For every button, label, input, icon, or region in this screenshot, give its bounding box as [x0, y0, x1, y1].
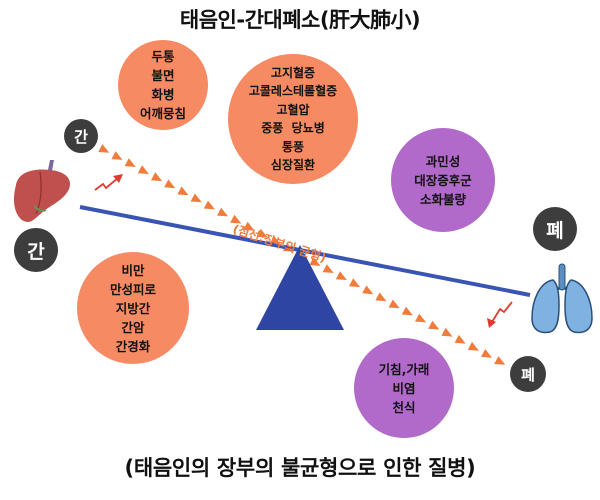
badge-liver-large: 간	[14, 228, 58, 272]
symptom-text: 불면	[151, 68, 175, 83]
symptom-text: 고지혈증	[270, 65, 316, 80]
symptom-text: 대장증후군	[414, 172, 472, 188]
diagram-caption: (태음인의 장부의 불균형으로 인한 질병)	[124, 456, 476, 480]
lungs-organ-icon	[531, 263, 593, 334]
dashed-balance-line	[98, 144, 506, 365]
dashed-line-mark	[309, 257, 321, 266]
symptom-text: 천식	[392, 399, 416, 415]
dashed-line-mark	[322, 264, 334, 273]
dashed-line-mark	[124, 158, 136, 167]
dashed-line-mark	[230, 214, 242, 224]
dashed-line-mark	[164, 179, 176, 189]
symptom-text: 고혈압	[276, 102, 310, 117]
symptom-text: 비만	[121, 262, 145, 278]
dashed-line-mark	[415, 313, 427, 323]
balance-beam	[79, 205, 531, 297]
badge-lung-small: 폐	[510, 356, 546, 392]
symptom-text: 과민성	[425, 153, 461, 169]
dashed-line-mark	[428, 320, 440, 330]
dashed-line-mark	[243, 221, 255, 231]
dashed-line-mark	[362, 285, 374, 295]
dashed-line-mark	[190, 193, 202, 203]
dashed-line-mark	[217, 207, 229, 217]
dashed-line-mark	[401, 306, 413, 316]
dashed-line-mark	[375, 292, 387, 302]
dashed-line-mark	[203, 200, 215, 210]
symptom-text: 고콜레스테롤혈증	[248, 84, 338, 98]
dashed-line-mark	[441, 327, 453, 337]
dashed-line-mark	[454, 334, 466, 344]
symptom-text: 지방간	[115, 300, 151, 316]
balance-fulcrum	[256, 245, 344, 330]
symptom-text: 간경화	[115, 338, 151, 354]
zigzag-arrow-down-icon	[487, 301, 513, 328]
liver-organ-icon	[14, 160, 70, 222]
symptom-text: 기침,가래	[378, 361, 430, 377]
dashed-line-mark	[349, 278, 361, 288]
symptom-text: 만성피로	[109, 281, 156, 297]
dashed-line-mark	[111, 151, 123, 160]
dashed-line-mark	[335, 271, 347, 280]
symptom-text: 심장질환	[270, 158, 316, 172]
dashed-line-mark	[98, 144, 110, 153]
dashed-line-mark	[177, 186, 189, 196]
symptom-text: 비염	[392, 380, 416, 396]
circle-bottom-right-symptoms: 기침,가래 비염 천식	[354, 338, 454, 438]
dashed-line-mark	[137, 165, 149, 174]
symptom-text: 어깨뭉침	[139, 106, 186, 121]
diagram-title: 태음인-간대폐소(肝大肺小)	[179, 8, 421, 32]
zigzag-arrow-up-icon	[94, 174, 123, 191]
symptom-text: 통풍	[281, 139, 305, 154]
dashed-line-mark	[494, 356, 506, 365]
symptom-text: 중풍 당뇨병	[261, 121, 325, 135]
symptom-text: 간암	[121, 319, 145, 335]
dashed-line-mark	[269, 235, 281, 245]
dashed-line-mark	[256, 228, 268, 238]
dashed-line-mark	[151, 172, 163, 182]
circle-top-center-symptoms: 고지혈증 고콜레스테롤혈증 고혈압 중풍 당뇨병 통풍 심장질환	[228, 54, 358, 184]
symptom-text: 화병	[151, 87, 175, 102]
circle-right-top-symptoms: 과민성 대장증후군 소화불량	[391, 128, 495, 232]
dashed-line-mark	[388, 299, 400, 309]
circle-top-left-symptoms: 두통 불면 화병 어깨뭉침	[118, 40, 208, 130]
symptom-text: 소화불량	[419, 191, 466, 207]
circle-bottom-left-symptoms: 비만 만성피로 지방간 간암 간경화	[77, 252, 189, 364]
badge-liver-small: 간	[64, 119, 98, 153]
dashed-line-mark	[467, 341, 479, 351]
symptom-text: 두통	[151, 49, 175, 64]
badge-lung-large: 폐	[533, 207, 577, 251]
dashed-line-mark	[481, 349, 493, 358]
